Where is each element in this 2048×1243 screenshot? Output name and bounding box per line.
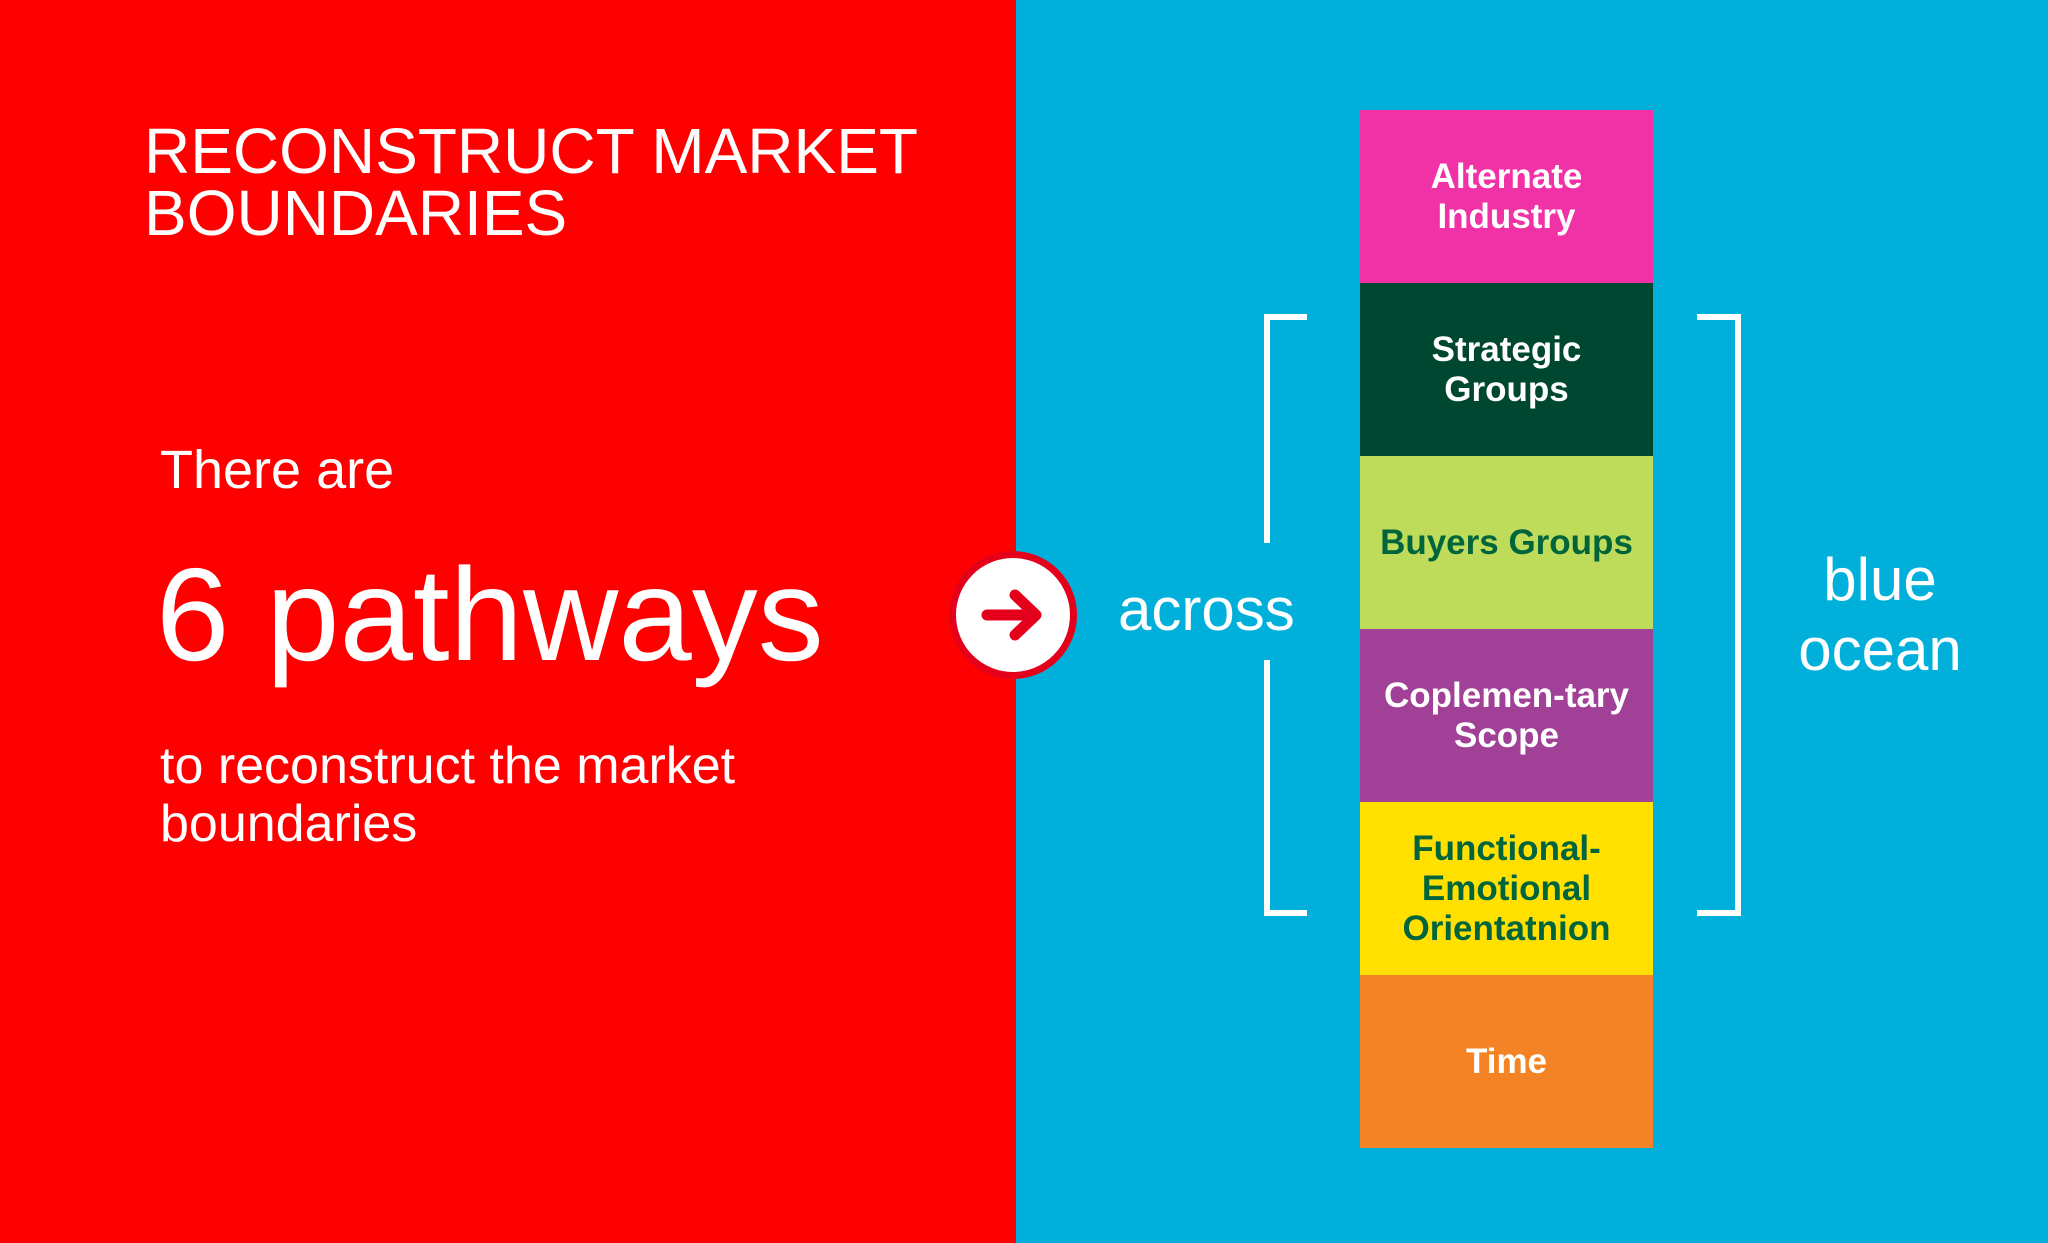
intro-text: There are: [160, 440, 395, 500]
outcome-word-1: blue: [1823, 546, 1937, 613]
subtext: to reconstruct the market boundaries: [160, 737, 736, 853]
pathway-block: Alternate Industry: [1360, 110, 1653, 283]
pathway-block: Functional-Emotional Orientatnion: [1360, 802, 1653, 975]
pathway-block: Strategic Groups: [1360, 283, 1653, 456]
across-label: across: [1118, 576, 1295, 643]
blue-ocean-label: blue ocean: [1760, 545, 2000, 685]
arrow-right-circle-icon: [949, 551, 1077, 679]
arrow-right-icon: [981, 589, 1042, 641]
pathways-headline: 6 pathways: [156, 541, 824, 688]
pathway-block: Time: [1360, 975, 1653, 1148]
pathway-block: Coplemen-tary Scope: [1360, 629, 1653, 802]
slide-title: RECONSTRUCT MARKET BOUNDARIES: [144, 115, 917, 249]
outcome-word-2: ocean: [1798, 616, 1962, 683]
left-panel: [0, 0, 1016, 1243]
pathway-block: Buyers Groups: [1360, 456, 1653, 629]
